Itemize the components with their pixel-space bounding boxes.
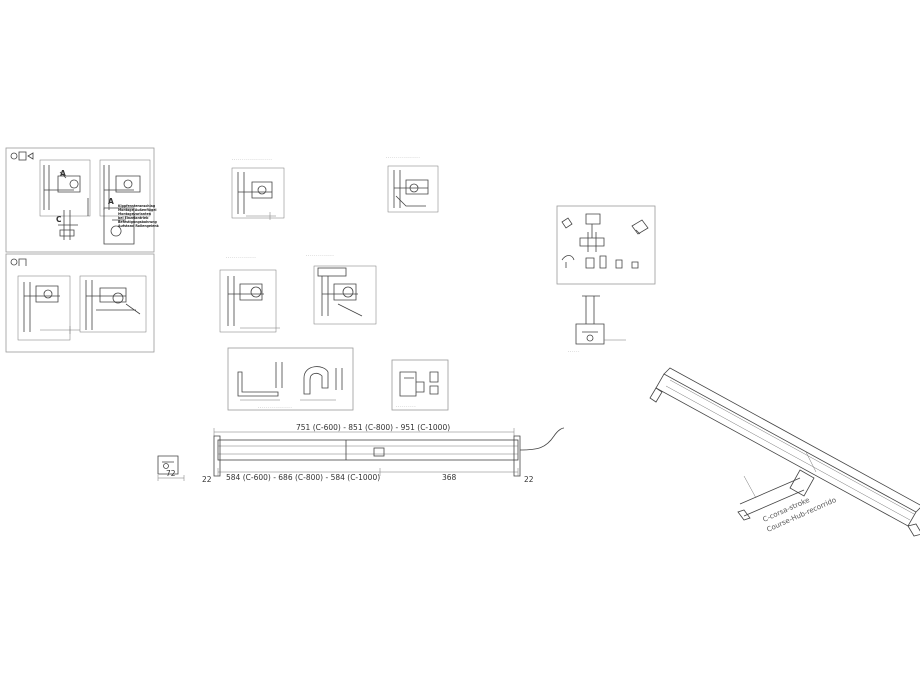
note-line-6: Aufstand Rollengelenk: [118, 224, 160, 228]
note-line-2: Montage Außenflügel: [118, 208, 157, 212]
dim-end-right: 22: [524, 475, 534, 484]
detail-middle-left: - - - - - - - - - - - - - - -: [219, 255, 280, 333]
dim-bracket-width: 72: [166, 469, 176, 478]
svg-text:- - - - - - - - - - - - - - -: - - - - - - - - - - - - - - - - -: [258, 405, 292, 409]
actuator-isometric-view: C-corsa-stroke Course-Hub-recorrido: [649, 367, 920, 537]
note-line-5: Befestigungsbohrung: [118, 220, 158, 224]
detail-top-center-1: - - - - - - - - - - - - - - - - - - - -: [231, 157, 285, 220]
dim-end-left: 22: [202, 475, 212, 484]
svg-text:- - - - - - - - - - - - - - -: - - - - - - - - - - - - - - -: [226, 255, 256, 259]
end-bracket-left-detail: 72: [157, 455, 185, 481]
detail-panel-top-left: Kippfensteranschlag Montage Außenflügel …: [5, 147, 160, 253]
callout-a-2: A: [108, 197, 114, 206]
svg-text:- - - - - - - - - - - - - -: - - - - - - - - - - - - - -: [306, 253, 334, 257]
detail-middle-right: - - - - - - - - - - - - - -: [306, 253, 377, 325]
bracket-detail-box: - - - - - - - - - - - - - - - - -: [227, 347, 354, 411]
mounting-notes: Kippfensteranschlag Montage Außenflügel …: [118, 204, 160, 228]
dim-segment: 368: [442, 473, 457, 482]
detail-top-center-2: - - - - - - - - - - - - - - - - -: [386, 155, 439, 213]
svg-text:- - - - - -: - - - - - -: [568, 349, 579, 353]
note-line-4: bei Einzelantrieb: [118, 216, 149, 220]
window-symbol-icon: [10, 151, 34, 161]
svg-text:- - - - - - - - - - - - - - -: - - - - - - - - - - - - - - - - -: [386, 155, 420, 159]
clip-detail-box: - - - - - - - - - -: [391, 359, 449, 411]
dim-overall-length: 751 (C-600) - 851 (C-800) - 951 (C-1000): [296, 423, 450, 432]
detail-panel-bottom-left: [5, 253, 155, 353]
note-line-1: Kippfensteranschlag: [118, 204, 156, 208]
svg-text:- - - - - - - - - - - - - - -: - - - - - - - - - - - - - - - - - - - -: [232, 157, 272, 161]
note-line-3: Montagevarianten: [118, 212, 152, 216]
parts-detail-box: [556, 205, 656, 285]
actuator-side-view: 72 751 (C-600) - 851 (C-800) - 951 (C-10…: [157, 423, 565, 484]
spindle-detail: - - - - - -: [568, 295, 626, 353]
svg-text:- - - - - - - - - -: - - - - - - - - - -: [396, 404, 415, 408]
callout-c: C: [56, 215, 62, 224]
dim-inner-length: 584 (C-600) - 686 (C-800) - 584 (C-1000): [226, 473, 380, 482]
callout-a-1: A: [60, 169, 66, 178]
window-symbol-icon-2: [10, 258, 27, 266]
